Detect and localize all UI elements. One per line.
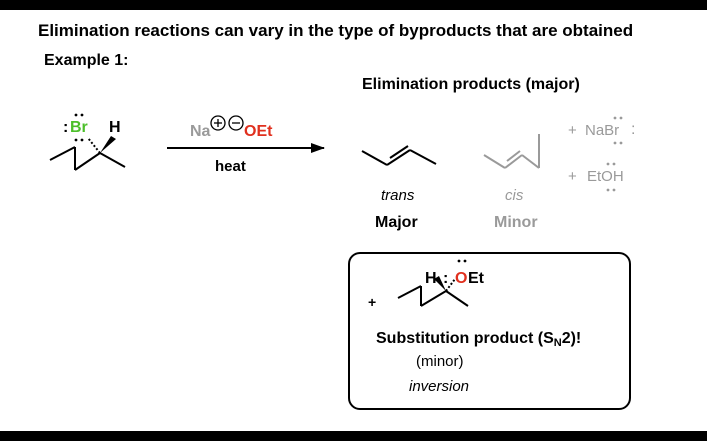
substitution-inversion-label: inversion [409,378,470,395]
substitution-ethyl-label: Et [468,270,484,287]
byproduct-plus-2: + [568,168,577,185]
ethanol-label: EtOH [587,168,624,185]
reactant-hydrogen-label: H [109,119,121,136]
reaction-condition-label: heat [215,158,246,175]
substitution-plus: + [368,294,377,310]
byproduct-lone-pairs [606,116,623,192]
reactant-skeleton [49,137,126,171]
oxygen-lone-pair [457,259,467,263]
cis-label: cis [505,187,524,204]
example-label: Example 1: [44,52,129,69]
reactant-wedge-bond [100,136,116,153]
sodium-bromide-lone-pair: : [631,121,636,138]
trans-rank-label: Major [375,214,418,231]
substitution-minor-label: (minor) [416,353,464,370]
trans-butene-structure [361,145,437,166]
cis-rank-label: Minor [494,214,538,231]
bromine-label: Br [70,119,88,136]
substitution-skeleton [397,278,469,307]
bromine-lone-pair-prefix: : [63,119,69,136]
slide-canvas: Elimination reactions can vary in the ty… [0,10,707,431]
ethoxide-base-label: OEt [244,123,273,140]
substitution-caption: Substitution product (SN2)! [376,330,582,349]
substitution-colon: : [443,270,449,287]
structure-drawings [49,113,623,307]
sodium-bromide-label: NaBr [585,122,620,139]
slide-title: Elimination reactions can vary in the ty… [38,21,634,40]
bromine-lone-pairs [74,113,84,142]
cis-butene-structure [483,134,540,169]
sodium-cation-label: Na [190,123,211,140]
trans-label: trans [381,187,415,204]
substitution-product-box [348,252,631,410]
plus-charge-icon [210,115,226,131]
substitution-wedge-bond [434,276,446,291]
substitution-oxygen-label: O [455,270,468,287]
byproduct-plus-1: + [568,122,577,139]
minus-charge-icon [228,115,244,131]
products-heading: Elimination products (major) [362,76,580,93]
substitution-hydrogen-label: H [425,270,437,287]
